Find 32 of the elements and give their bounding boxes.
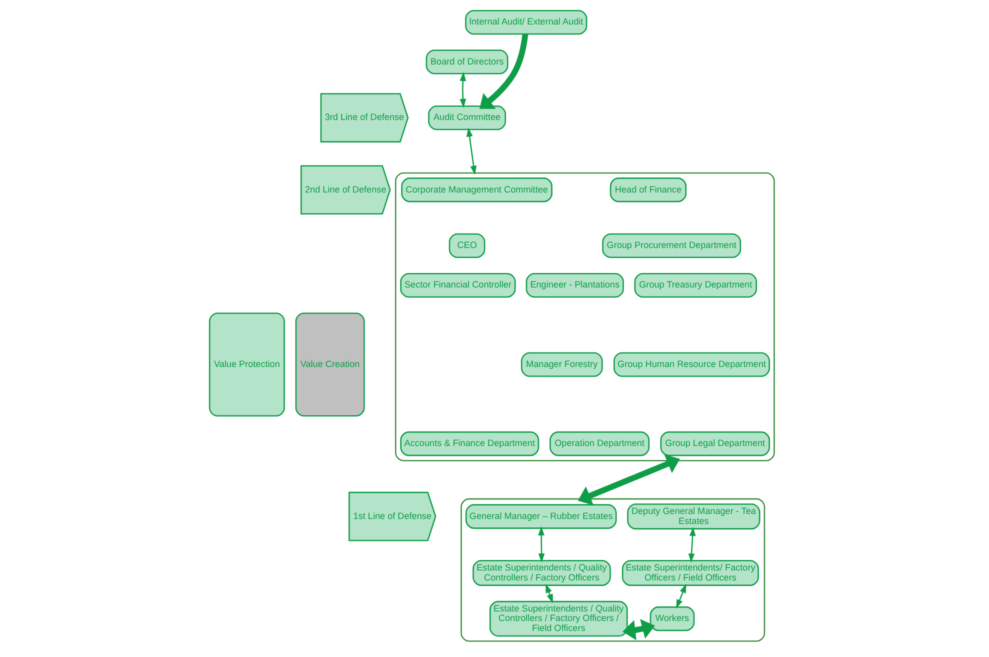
cluster [394, 172, 775, 462]
arrow [622, 619, 655, 640]
node-box: CEO [448, 233, 486, 258]
node-box: General Manager – Rubber Estates [465, 504, 617, 529]
node-box: Manager Forestry [520, 352, 603, 377]
node-box: Engineer - Plantations [526, 272, 624, 298]
node-box: Estate Superintendents / Quality Controllers / Factory Officers [472, 560, 611, 586]
node-box: Sector Financial Controller [400, 272, 516, 298]
node-box: Accounts & Finance Department [400, 431, 540, 456]
arrow [538, 526, 545, 563]
node-box: Board of Directors [426, 50, 508, 74]
arrow [466, 128, 477, 175]
node-box: Internal Audit/ External Audit [465, 10, 588, 35]
arrow [676, 584, 686, 609]
node-box: Operation Department [550, 431, 650, 456]
arrow [480, 34, 528, 109]
node-box: Group Treasury Department [634, 272, 757, 298]
arrow [460, 72, 466, 108]
node-box: Group Human Resource Department [614, 352, 770, 377]
node-box: Estate Superintendents / Quality Controllers / Factory Officers / Field Officers [489, 600, 628, 637]
node-box: Value Protection [208, 312, 285, 416]
node-box: Estate Superintendents/ Factory Officers / Field Officers [622, 560, 759, 586]
node-box: Head of Finance [610, 178, 687, 202]
node-box: Deputy General Manager - Tea Estates [627, 504, 760, 530]
node-box: Audit Committee [428, 105, 506, 130]
node-box: Group Procurement Department [602, 233, 742, 258]
node-box: Corporate Management Committee [401, 178, 552, 202]
arrow [578, 454, 680, 506]
node-box: Workers [650, 606, 695, 632]
node-box: Group Legal Department [660, 431, 770, 456]
arrow [688, 526, 696, 563]
node-box: Value Creation [295, 312, 365, 416]
